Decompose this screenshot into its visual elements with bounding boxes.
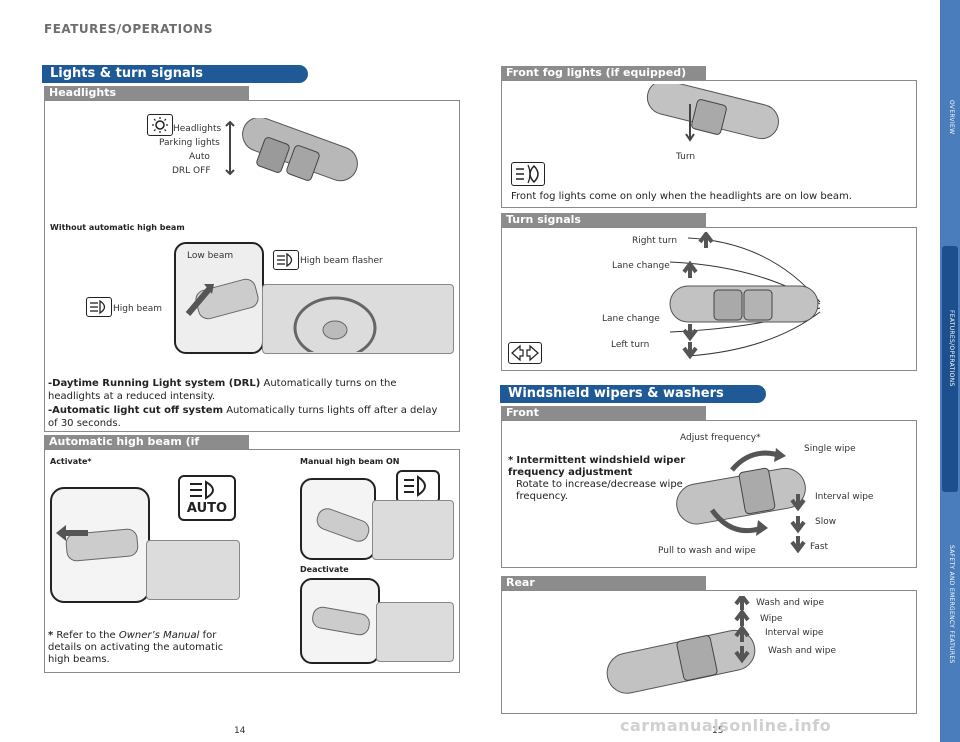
label-activate: Activate* <box>50 457 92 466</box>
label-auto: Auto <box>189 152 210 162</box>
bar-auto-high-beam: Automatic high beam (if equipped) <box>44 435 249 462</box>
fog-text: Front fog lights come on only when the h… <box>511 191 852 202</box>
label-lane-change-down: Lane change <box>602 314 660 324</box>
manual-on-dashboard <box>372 500 454 560</box>
label-low-beam: Low beam <box>187 251 234 261</box>
headlights-box <box>44 100 460 432</box>
auto-high-beam-note: * Refer to the Owner’s Manual for detail… <box>48 630 224 665</box>
rear-wiper-illustration <box>606 596 756 694</box>
turn-signal-illustration <box>669 232 821 360</box>
section-title-wipers: Windshield wipers & washers <box>500 385 766 403</box>
label-parking-lights: Parking lights <box>159 138 220 148</box>
deactivate-dashboard <box>376 602 454 662</box>
activate-illustration <box>50 487 150 603</box>
manual-on-illustration <box>300 478 376 560</box>
label-rear-wipe: Wipe <box>760 614 783 624</box>
high-beam-icon <box>86 297 112 317</box>
label-rear-interval: Interval wipe <box>765 628 824 638</box>
label-interval-wipe: Interval wipe <box>815 492 874 502</box>
label-high-beam-flasher: High beam flasher <box>300 256 383 266</box>
label-without-auto-high-beam: Without automatic high beam <box>50 223 185 232</box>
side-tab-features[interactable]: FEATURES/OPERATIONS <box>948 310 955 387</box>
section-title-lights: Lights & turn signals <box>42 65 308 83</box>
drl-note: -Daytime Running Light system (DRL) Auto… <box>48 378 397 402</box>
label-rear-wash-bottom: Wash and wipe <box>768 646 836 656</box>
wiper-frequency-note: * Intermittent windshield wiper frequenc… <box>508 455 686 502</box>
label-headlights: Headlights <box>173 124 222 134</box>
auto-high-beam-box <box>44 449 460 673</box>
label-high-beam: High beam <box>113 304 163 314</box>
fog-box <box>501 80 917 208</box>
activate-dashboard <box>146 540 240 600</box>
label-pull-to-wash: Pull to wash and wipe <box>658 546 756 556</box>
label-single-wipe: Single wipe <box>804 444 856 454</box>
page-number-right: 15 <box>712 726 724 736</box>
bar-headlights: Headlights <box>44 86 249 100</box>
auto-cut-off-note: -Automatic light cut off system Automati… <box>48 405 438 429</box>
bar-rear-wipers: Rear <box>501 576 706 590</box>
rear-wipers-box <box>501 590 917 714</box>
low-high-beam-illustration <box>174 242 264 354</box>
label-lane-change-up: Lane change <box>612 261 670 271</box>
front-wipers-box <box>501 420 917 568</box>
deactivate-illustration <box>300 578 380 664</box>
side-tab-safety[interactable]: SAFETY AND EMERGENCY FEATURES <box>948 545 955 664</box>
auto-icon-text: AUTO <box>186 501 228 516</box>
label-right-turn: Right turn <box>632 236 678 246</box>
label-drl-off: DRL OFF <box>172 166 211 176</box>
label-turn: Turn <box>676 152 696 162</box>
label-fast: Fast <box>810 542 829 552</box>
fog-switch-illustration <box>646 84 779 142</box>
watermark: carmanualsonline.info <box>620 716 832 735</box>
high-beam-flasher-icon <box>273 250 299 270</box>
turn-signals-box <box>501 227 917 371</box>
page-number-left: 14 <box>234 726 246 736</box>
label-adjust-frequency: Adjust frequency* <box>680 433 761 443</box>
headlight-switch-illustration <box>225 118 358 182</box>
side-nav: OVERVIEW FEATURES/OPERATIONS SAFETY AND … <box>940 0 960 742</box>
bar-front-fog: Front fog lights (if equipped) <box>501 66 706 80</box>
side-tab-active <box>942 246 958 492</box>
fog-light-icon <box>511 162 545 186</box>
steering-wheel-illustration <box>293 296 377 352</box>
turn-signal-icon <box>508 342 542 364</box>
label-rear-wash-top: Wash and wipe <box>756 598 824 608</box>
front-wiper-illustration <box>676 448 806 554</box>
bar-front-wipers: Front <box>501 406 706 420</box>
label-manual-high-beam-on: Manual high beam ON <box>300 457 400 466</box>
label-slow: Slow <box>815 517 837 527</box>
label-left-turn: Left turn <box>611 340 650 350</box>
side-tab-overview[interactable]: OVERVIEW <box>948 100 955 135</box>
page-header: FEATURES/OPERATIONS <box>44 22 213 36</box>
headlight-icon <box>147 114 173 136</box>
auto-high-beam-icon: AUTO <box>178 475 236 521</box>
bar-turn-signals: Turn signals <box>501 213 706 227</box>
label-deactivate: Deactivate <box>300 565 349 574</box>
dashboard-illustration <box>262 284 454 354</box>
manual-high-beam-icon <box>396 470 440 504</box>
